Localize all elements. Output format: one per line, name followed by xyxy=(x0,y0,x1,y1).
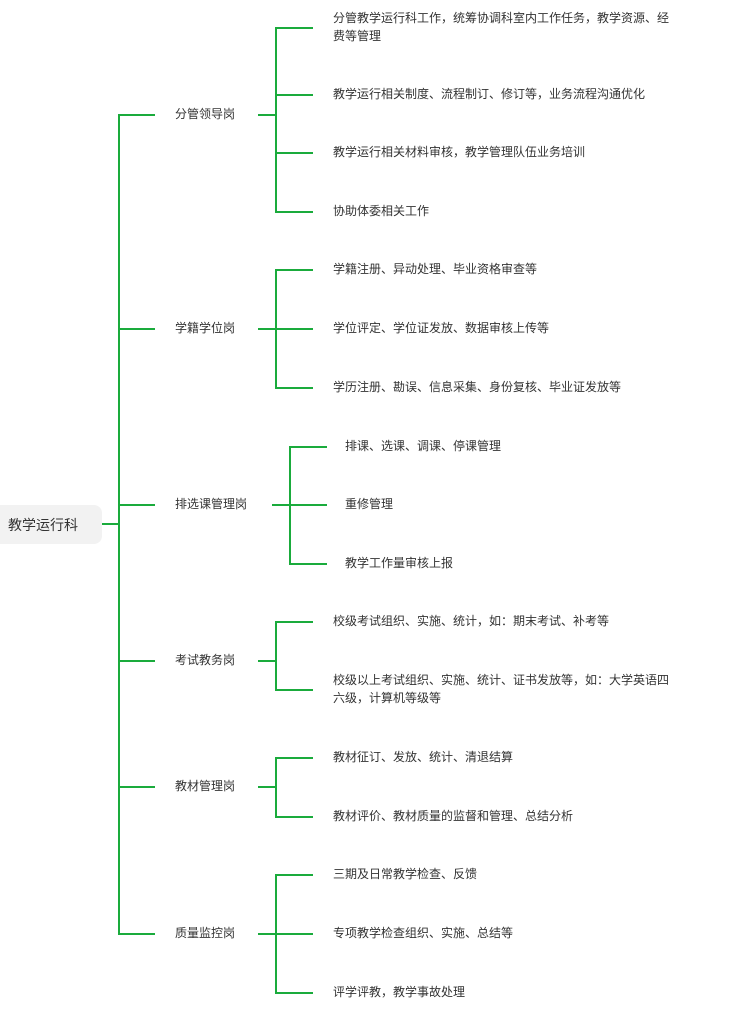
leaf-node[interactable]: 校级以上考试组织、实施、统计、证书发放等，如：大学英语四六级，计算机等级等 xyxy=(333,673,670,705)
leaf-node[interactable]: 教材征订、发放、统计、清退结算 xyxy=(333,750,514,764)
root-label: 教学运行科 xyxy=(8,518,78,534)
branch-node[interactable]: 教材管理岗 xyxy=(175,779,236,793)
leaf-node[interactable]: 评学评教，教学事故处理 xyxy=(333,985,466,999)
leaf-node[interactable]: 重修管理 xyxy=(345,497,394,511)
root-node[interactable]: 教学运行科 xyxy=(0,505,102,544)
leaf-node[interactable]: 教材评价、教材质量的监督和管理、总结分析 xyxy=(333,809,574,823)
branch-node[interactable]: 排选课管理岗 xyxy=(175,497,248,511)
leaf-node[interactable]: 三期及日常教学检查、反馈 xyxy=(333,867,478,881)
branch-node[interactable]: 考试教务岗 xyxy=(175,653,236,667)
leaf-node[interactable]: 教学工作量审核上报 xyxy=(345,556,454,570)
leaf-node[interactable]: 专项教学检查组织、实施、总结等 xyxy=(333,926,514,940)
leaf-node[interactable]: 协助体委相关工作 xyxy=(333,204,430,218)
leaf-node[interactable]: 分管教学运行科工作，统筹协调科室内工作任务，教学资源、经费等管理 xyxy=(333,11,670,43)
leaf-node[interactable]: 教学运行相关制度、流程制订、修订等，业务流程沟通优化 xyxy=(333,87,646,101)
branch-node[interactable]: 学籍学位岗 xyxy=(175,321,236,335)
branch-node[interactable]: 分管领导岗 xyxy=(175,107,236,121)
branch-node[interactable]: 质量监控岗 xyxy=(175,926,236,940)
leaf-node[interactable]: 排课、选课、调课、停课管理 xyxy=(345,439,502,453)
leaf-node[interactable]: 校级考试组织、实施、统计，如：期末考试、补考等 xyxy=(333,614,610,628)
leaf-node[interactable]: 学籍注册、异动处理、毕业资格审查等 xyxy=(333,262,538,276)
leaf-node[interactable]: 学历注册、勘误、信息采集、身份复核、毕业证发放等 xyxy=(333,380,622,394)
leaf-node[interactable]: 教学运行相关材料审核，教学管理队伍业务培训 xyxy=(333,145,586,159)
leaf-node[interactable]: 学位评定、学位证发放、数据审核上传等 xyxy=(333,321,550,335)
